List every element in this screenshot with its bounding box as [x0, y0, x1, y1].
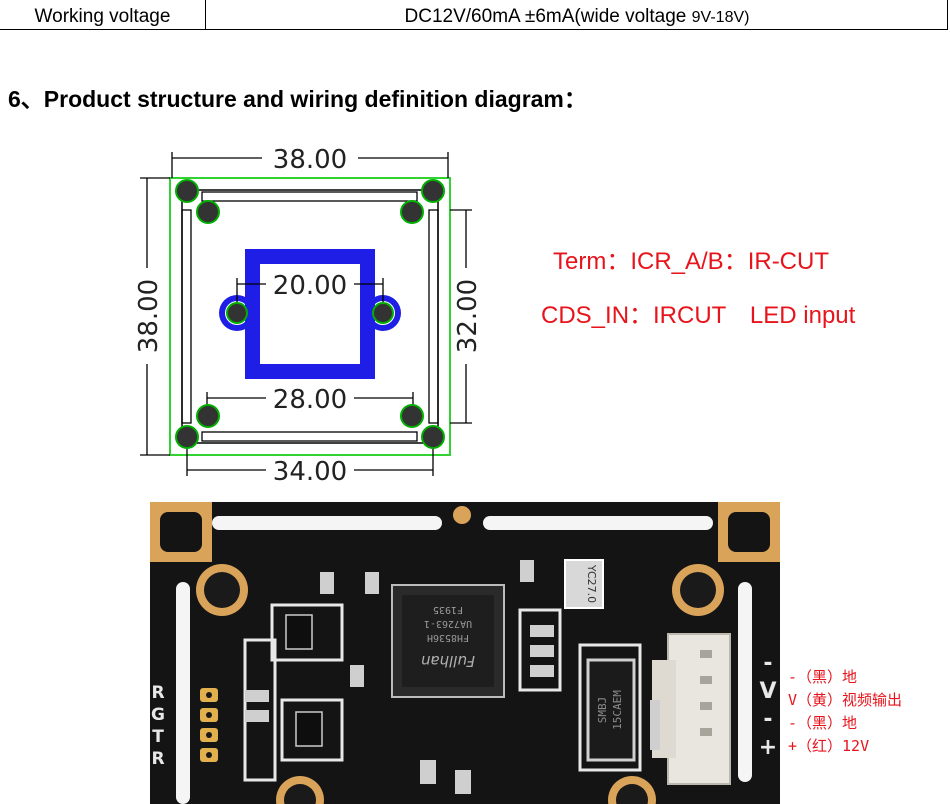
reg-line-1: SMBJ — [596, 697, 609, 724]
spec-value-main: DC12V/60mA ±6mA(wide voltage — [404, 6, 692, 27]
dim-top-width: 38.00 — [273, 145, 347, 175]
silk-right-3: - — [763, 707, 772, 732]
silk-right-2: V — [759, 679, 776, 704]
silk-right-4: + — [759, 735, 777, 760]
note-term: Term：ICR_A/B：IR-CUT — [553, 248, 830, 275]
note-cds: CDS_IN：IRCUT LED input — [541, 302, 856, 329]
chip-line-3: FH8536H — [427, 632, 469, 643]
dim-bottom-outer: 34.00 — [273, 457, 347, 487]
pin-label-4: +（红）12V — [788, 737, 870, 755]
chip-line-1: F1935 — [433, 604, 463, 615]
crystal-label: YC27.0 — [585, 564, 598, 603]
chip-line-2: UA7263-1 — [424, 618, 472, 629]
mounting-holes — [175, 179, 445, 449]
spec-table-row: Working voltage DC12V/60mA ±6mA(wide vol… — [0, 0, 948, 30]
section-heading: 6、Product structure and wiring definitio… — [8, 86, 587, 112]
pin-label-3: -（黑）地 — [788, 714, 858, 732]
pin-label-1: -（黑）地 — [788, 668, 858, 686]
silk-left-1: R — [151, 683, 164, 703]
dim-left-height: 38.00 — [134, 279, 164, 353]
board-outline — [169, 177, 451, 456]
pcb-photo: F1935 UA7263-1 FH8536H Fullhan YC27.0 SM… — [150, 502, 780, 804]
silk-left-4: R — [151, 749, 164, 769]
spec-value-range: 9V-18V) — [691, 9, 750, 26]
dim-bottom-inner: 28.00 — [273, 385, 347, 415]
silk-left-2: G — [151, 705, 165, 725]
chip-brand: Fullhan — [421, 652, 475, 670]
silk-right-1: - — [763, 651, 772, 676]
reg-line-2: 15CAEM — [611, 690, 624, 730]
dim-right-height: 32.00 — [453, 279, 483, 353]
dim-inner-square: 20.00 — [273, 271, 347, 301]
pin-label-2: V（黄）视频输出 — [788, 691, 903, 709]
silk-left-3: T — [152, 727, 164, 747]
spec-value: DC12V/60mA ±6mA(wide voltage 9V-18V) — [207, 0, 947, 30]
spec-label: Working voltage — [0, 0, 206, 30]
